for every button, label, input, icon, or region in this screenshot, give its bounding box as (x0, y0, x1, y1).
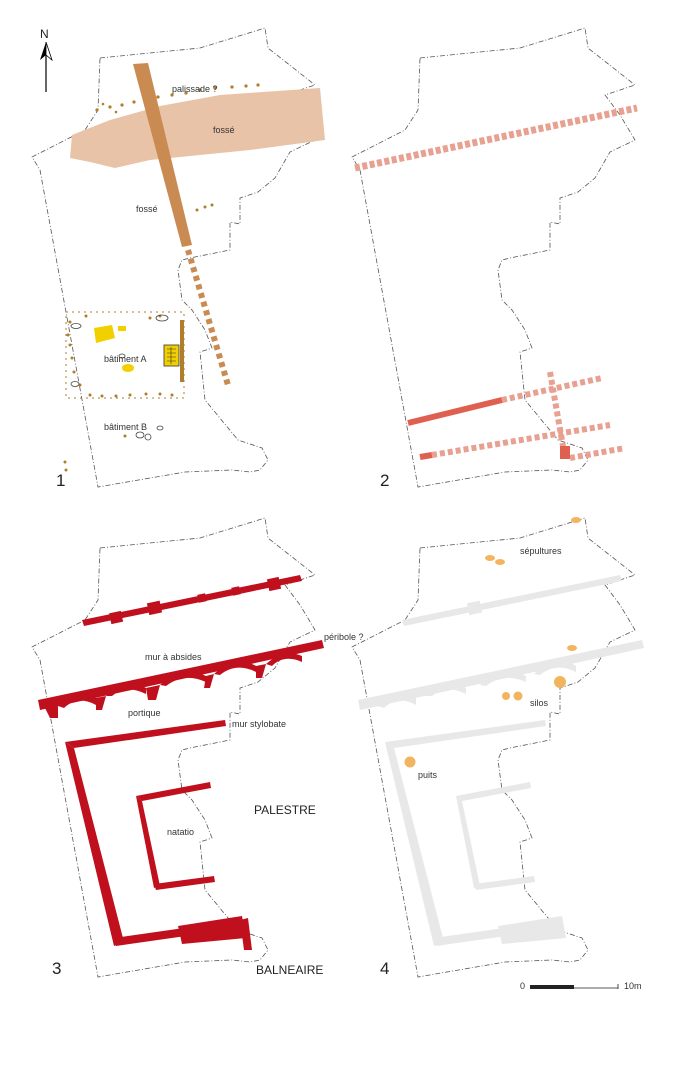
label-palestre: PALESTRE (254, 803, 316, 817)
panel-1-building-b (63, 425, 164, 472)
label-natatio: natatio (167, 827, 194, 837)
panel-2-lower-wall (419, 452, 433, 460)
label-palisade: palissade ? (172, 84, 218, 94)
panel-1-trench (133, 63, 192, 247)
panel-2-number: 2 (380, 471, 389, 490)
panel-2-lower-wall-projection (431, 422, 611, 458)
panel-2-wall (407, 397, 503, 426)
label-batiment-a: bâtiment A (104, 354, 147, 364)
label-puits: puits (418, 770, 438, 780)
label-portique: portique (128, 708, 161, 718)
panel-2-east-wall-projection (569, 445, 626, 461)
panel-4-walls (358, 575, 644, 946)
panel-4: sépultures silos puits 4 (351, 517, 644, 978)
panel-1-building-a (65, 311, 185, 399)
panel-2-pillar (560, 446, 570, 459)
label-silos: silos (530, 698, 549, 708)
panel-3-number: 3 (52, 959, 61, 978)
label-sepultures: sépultures (520, 546, 562, 556)
north-arrow-icon: N (40, 27, 53, 92)
panel-3-apse-wall (38, 640, 324, 718)
panel-2-boundary (351, 27, 636, 488)
panel-3-stylobate-enclosure (65, 720, 252, 950)
label-balneaire: BALNEAIRE (256, 963, 323, 977)
north-label: N (40, 27, 49, 41)
scale-bar-end: 10m (624, 981, 642, 991)
panel-4-features (404, 517, 581, 768)
panel-1-palisade-posts (95, 83, 260, 212)
scale-bar: 0 10m (520, 981, 642, 991)
panel-3: péribole ? mur à absides portique mur st… (31, 517, 364, 978)
panel-1-building-a-feature (163, 344, 180, 367)
panel-3-natatio (136, 782, 215, 890)
panel-1-trench-projection (185, 249, 231, 386)
label-fosse-lower: fossé (136, 204, 158, 214)
panel-3-peribole-wall (82, 575, 302, 626)
panel-4-number: 4 (380, 959, 389, 978)
label-mur-absides: mur à absides (145, 652, 202, 662)
panel-1-ditch (70, 88, 325, 168)
label-fosse-upper: fossé (213, 125, 235, 135)
label-peribole: péribole ? (324, 632, 364, 642)
panel-1: N (31, 27, 325, 490)
panel-2-upper-wall-projection (354, 104, 638, 172)
panel-2: 2 (351, 27, 638, 490)
panel-2-cross-wall-projection (547, 371, 567, 453)
label-mur-stylobate: mur stylobate (232, 719, 286, 729)
scale-bar-start: 0 (520, 981, 525, 991)
panel-1-number: 1 (56, 471, 65, 490)
label-batiment-b: bâtiment B (104, 422, 147, 432)
